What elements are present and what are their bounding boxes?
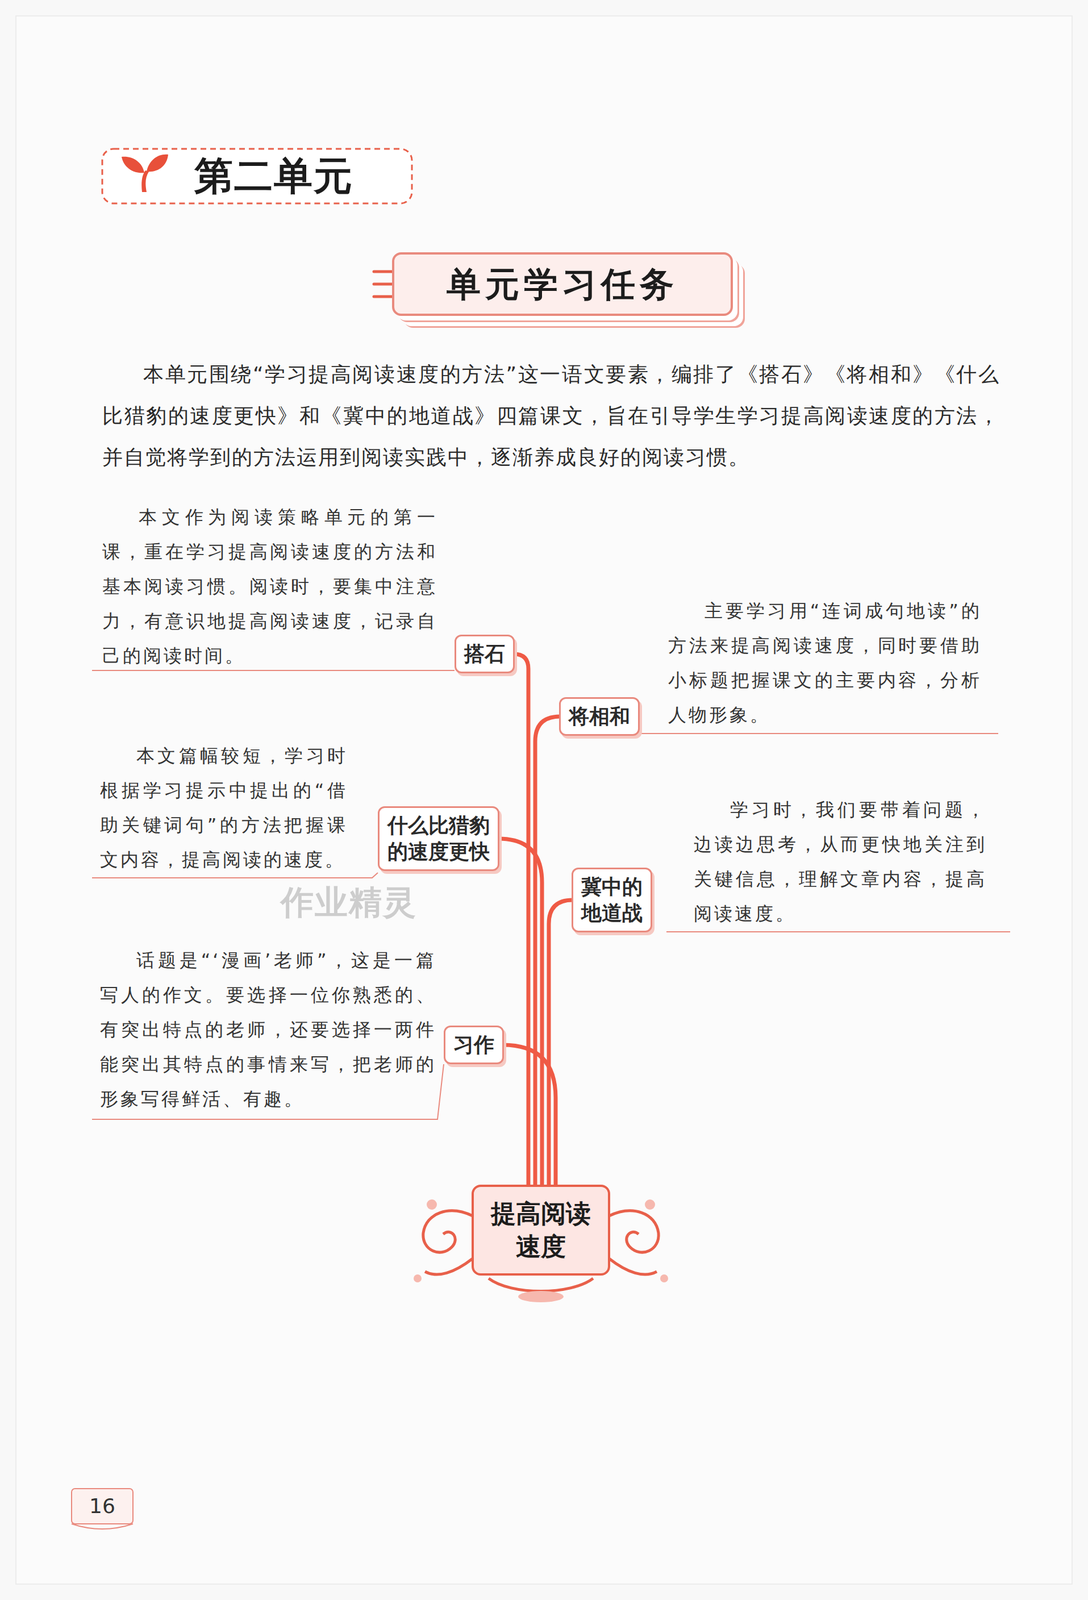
- node-text: 搭石: [464, 640, 506, 668]
- lesson-node: 搭石: [454, 634, 515, 674]
- page-frame: [15, 15, 1073, 1584]
- lesson-note: 本文篇幅较短，学习时根据学习提示中提出的“借助关键词句”的方法把握课文内容，提高…: [99, 738, 348, 878]
- node-text: 单元学习任务: [394, 254, 731, 314]
- lesson-note: 主要学习用“连词成句地读”的方法来提高阅读速度，同时要借助小标题把握课文的主要内…: [668, 593, 982, 733]
- writing-node: 习作: [443, 1025, 504, 1065]
- branch-connector: [498, 838, 543, 1186]
- unit-title: 第二单元: [194, 153, 354, 199]
- node-text: 冀中的 地道战: [581, 873, 643, 927]
- branch-connector: [513, 653, 529, 1186]
- node-text: 提高阅读 速度: [490, 1197, 591, 1263]
- sprout-icon: [121, 154, 169, 193]
- lesson-node: 什么比猎豹 的速度更快: [377, 806, 500, 871]
- node-text: 什么比猎豹 的速度更快: [387, 812, 490, 865]
- intro-paragraph: 本单元围绕“学习提高阅读速度的方法”这一语文要素，编排了《搭石》《将相和》《什么…: [102, 353, 1000, 478]
- branch-connector: [502, 1044, 556, 1186]
- lesson-note: 学习时，我们要带着问题，边读边思考，从而更快地关注到关键信息，理解文章内容，提高…: [693, 792, 987, 932]
- node-text: 习作: [453, 1031, 495, 1058]
- page-number-book: [71, 1488, 133, 1529]
- title-box: 单元学习任务: [392, 252, 733, 316]
- node-text: 将相和: [568, 703, 631, 730]
- header-box: [102, 148, 412, 204]
- underlines: [92, 670, 1011, 1120]
- writing-note: 话题是“‘漫画’老师”，这是一篇写人的作文。要选择一位你熟悉的、有突出特点的老师…: [99, 943, 437, 1117]
- lesson-node: 将相和: [559, 697, 640, 736]
- lesson-note: 本文作为阅读策略单元的第一课，重在学习提高阅读速度的方法和基本阅读习惯。阅读时，…: [102, 499, 438, 674]
- center-node: 提高阅读 速度: [471, 1184, 611, 1276]
- page-number: 16: [71, 1489, 133, 1523]
- watermark: 作业精灵: [280, 884, 418, 921]
- lesson-node: 冀中的 地道战: [571, 867, 653, 933]
- branch-connector: [548, 899, 573, 1186]
